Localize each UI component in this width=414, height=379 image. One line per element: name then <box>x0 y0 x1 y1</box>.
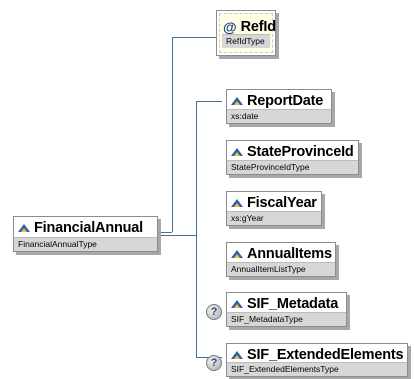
element-icon <box>231 350 243 359</box>
child-element-name: FiscalYear <box>247 194 317 211</box>
element-icon <box>231 96 243 105</box>
attribute-refid-title: @ RefId <box>220 16 276 37</box>
attribute-refid-type: RefIdType <box>222 34 270 48</box>
child-element-stateprovinceid[interactable]: StateProvinceId StateProvinceIdType <box>226 140 359 175</box>
child-element-name: AnnualItems <box>247 245 332 262</box>
child-element-title: ReportDate <box>227 90 331 111</box>
child-element-annualitems[interactable]: AnnualItems AnnualItemListType <box>226 242 336 277</box>
attribute-at-icon: @ <box>223 18 237 35</box>
root-element-type: FinancialAnnualType <box>14 237 157 251</box>
attribute-refid-node[interactable]: @ RefId RefIdType <box>216 10 276 56</box>
child-element-type: xs:date <box>227 109 331 123</box>
root-element-name: FinancialAnnual <box>34 219 143 236</box>
element-icon <box>231 299 243 308</box>
child-element-type: AnnualItemListType <box>227 262 335 276</box>
child-element-title: FiscalYear <box>227 192 321 213</box>
element-icon <box>231 249 243 258</box>
element-icon <box>231 198 243 207</box>
optional-question-icon: ? <box>206 355 222 371</box>
child-element-sif-metadata[interactable]: SIF_Metadata SIF_MetadataType <box>226 292 347 327</box>
child-element-reportdate[interactable]: ReportDate xs:date <box>226 89 332 124</box>
optional-question-icon: ? <box>206 304 222 320</box>
child-element-fiscalyear[interactable]: FiscalYear xs:gYear <box>226 191 322 226</box>
child-element-type: xs:gYear <box>227 211 321 225</box>
attribute-refid-inner: @ RefId RefIdType <box>219 13 276 53</box>
child-element-name: SIF_Metadata <box>247 295 339 312</box>
child-element-type: StateProvinceIdType <box>227 160 358 174</box>
element-icon <box>231 147 243 156</box>
element-icon <box>18 223 30 232</box>
root-element-title: FinancialAnnual <box>14 217 157 238</box>
root-element-node[interactable]: FinancialAnnual FinancialAnnualType <box>13 216 158 252</box>
child-element-title: AnnualItems <box>227 243 335 264</box>
child-element-type: SIF_MetadataType <box>227 312 346 326</box>
child-element-name: SIF_ExtendedElements <box>247 346 404 363</box>
child-element-sif-extendedelements[interactable]: SIF_ExtendedElements SIF_ExtendedElement… <box>226 343 408 377</box>
child-element-title: SIF_Metadata <box>227 293 346 314</box>
child-element-name: ReportDate <box>247 92 324 109</box>
child-element-name: StateProvinceId <box>247 143 354 160</box>
child-element-title: SIF_ExtendedElements <box>227 344 407 365</box>
child-element-title: StateProvinceId <box>227 141 358 162</box>
attribute-refid-name: RefId <box>240 18 276 35</box>
child-element-type: SIF_ExtendedElementsType <box>227 362 407 376</box>
